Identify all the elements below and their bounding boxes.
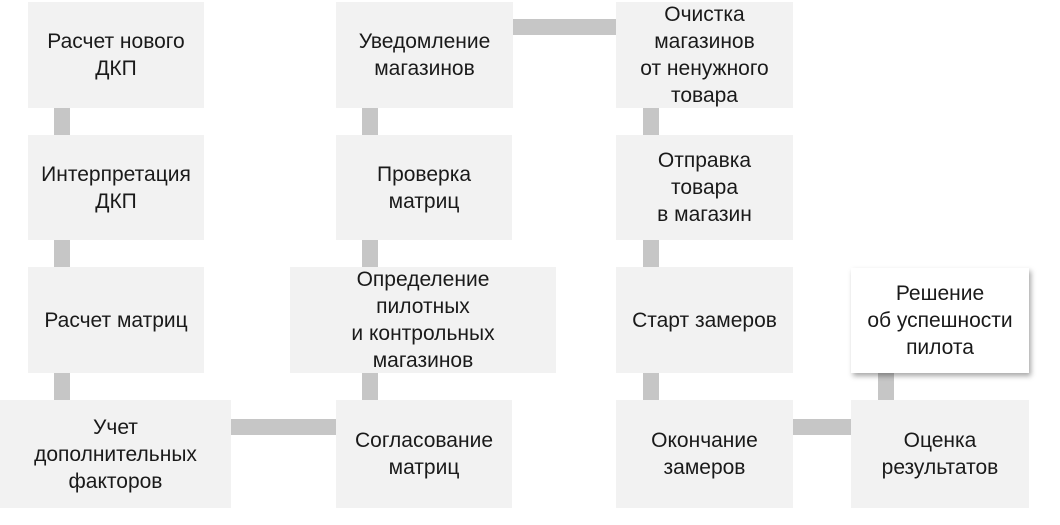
node-check-matrices: Проверка матриц [336, 135, 512, 240]
connector-start-measure-end-measure [643, 373, 659, 400]
connector-end-measure-evaluate [793, 419, 851, 435]
node-end-measure: Окончание замеров [616, 400, 793, 508]
node-label: Решение об успешности пилота [867, 282, 1013, 359]
node-label: Отправка товара в магазин [657, 149, 752, 226]
node-label: Проверка матриц [376, 162, 472, 213]
node-approve-matrices: Согласование матриц [336, 400, 512, 508]
node-label: Согласование матриц [355, 429, 493, 479]
connector-ship-goods-start-measure [643, 240, 659, 267]
node-label: Старт замеров [632, 308, 777, 332]
node-extra-factors: Учет дополнительных факторов [0, 400, 231, 508]
node-evaluate: Оценка результатов [851, 400, 1029, 508]
node-ship-goods: Отправка товара в магазин [616, 135, 793, 240]
connector-notify-stores-clean-stores [513, 19, 616, 35]
node-label: Определение пилотных и контрольных магаз… [351, 268, 495, 372]
connector-interpret-dkp-calc-matrices [54, 240, 70, 267]
node-label: Интерпретация ДКП [41, 162, 191, 213]
node-notify-stores: Уведомление магазинов [336, 2, 513, 108]
node-decision: Решение об успешности пилота [851, 268, 1029, 373]
node-label: Расчет матриц [44, 308, 188, 332]
node-label: Очистка магазинов от ненужного товара [640, 3, 769, 107]
connector-extra-factors-approve-matrices [231, 419, 336, 435]
connector-calc-matrices-extra-factors [54, 373, 70, 400]
connector-define-stores-check-matrices [362, 240, 378, 267]
node-calc-new-dkp: Расчет нового ДКП [28, 2, 204, 108]
connector-clean-stores-ship-goods [643, 108, 659, 135]
connector-calc-new-dkp-interpret-dkp [54, 108, 70, 135]
connector-check-matrices-notify-stores [362, 108, 378, 135]
node-label: Оценка результатов [881, 429, 999, 479]
node-define-stores: Определение пилотных и контрольных магаз… [290, 267, 556, 373]
node-label: Уведомление магазинов [358, 30, 491, 80]
connector-evaluate-decision [878, 373, 894, 400]
node-calc-matrices: Расчет матриц [28, 267, 204, 373]
node-label: Окончание замеров [651, 429, 758, 479]
node-clean-stores: Очистка магазинов от ненужного товара [616, 2, 793, 108]
node-label: Расчет нового ДКП [47, 30, 185, 80]
connector-approve-matrices-define-stores [362, 373, 378, 400]
node-label: Учет дополнительных факторов [34, 415, 197, 493]
node-start-measure: Старт замеров [616, 267, 793, 373]
node-interpret-dkp: Интерпретация ДКП [28, 135, 204, 240]
